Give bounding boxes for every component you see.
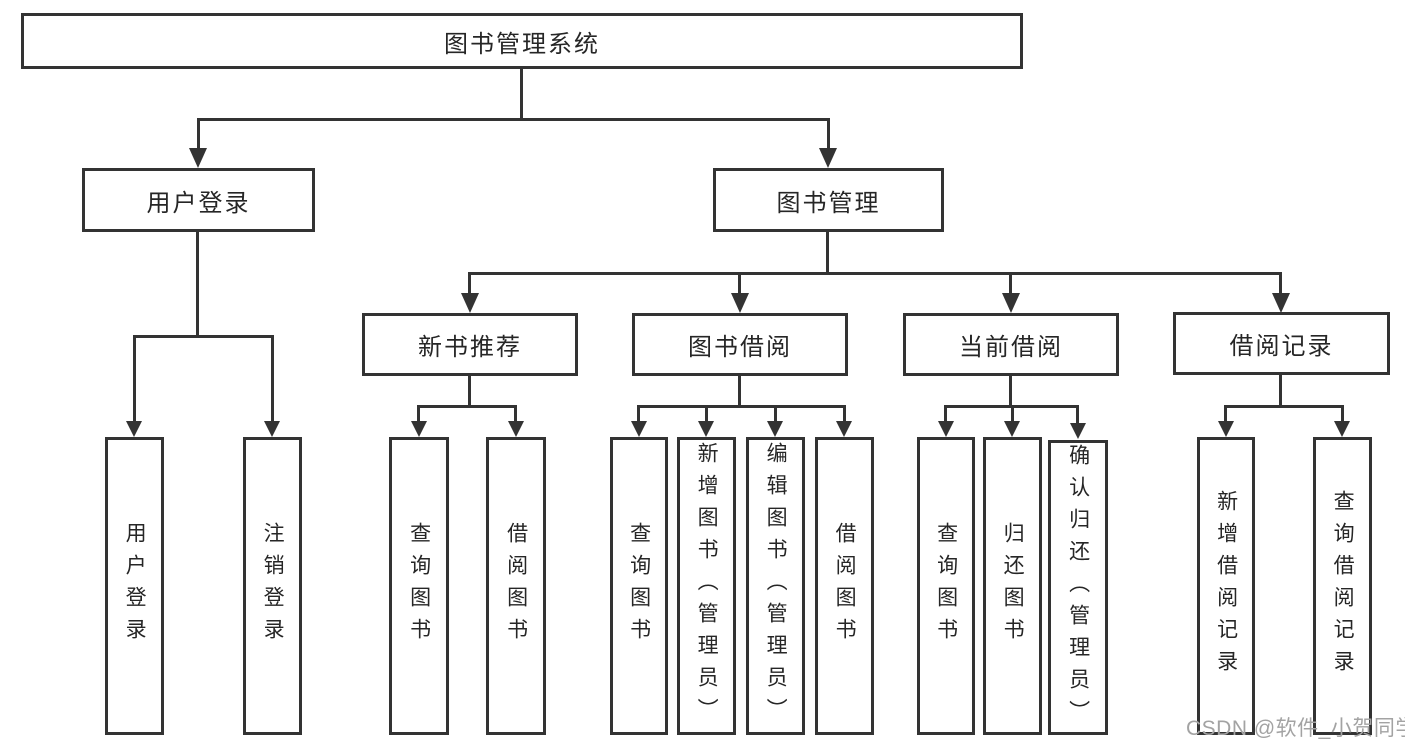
connector-level2-drop: [468, 272, 471, 297]
connector-user-login-drop: [197, 118, 200, 152]
connector-records-bus: [1224, 405, 1344, 408]
arrow-down-icon: [1070, 423, 1086, 439]
node-current-borrow-label: 当前借阅: [959, 334, 1063, 361]
node-root: 图书管理系统: [21, 13, 1023, 69]
arrow-down-icon: [508, 421, 524, 437]
leaf-borrow-books-recommend: 借阅图书: [486, 437, 546, 735]
leaf-borrow-books: 借阅图书: [815, 437, 874, 735]
arrow-down-icon: [938, 421, 954, 437]
leaf-confirm-return-admin: 确认归还（管理员）: [1048, 440, 1108, 735]
leaf-add-book-admin-label: 新增图书（管理员）: [695, 442, 719, 730]
node-current-borrow: 当前借阅: [903, 313, 1119, 376]
arrow-down-icon: [411, 421, 427, 437]
connector-leaf-drop: [843, 405, 846, 425]
arrow-down-icon: [698, 421, 714, 437]
leaf-confirm-return-admin-label: 确认归还（管理员）: [1066, 443, 1090, 732]
node-borrow-records-label: 借阅记录: [1229, 333, 1334, 360]
connector-leaf-drop: [944, 405, 947, 425]
node-user-login: 用户登录: [82, 168, 315, 232]
node-book-management-label: 图书管理: [776, 189, 881, 217]
node-root-label: 图书管理系统: [444, 30, 600, 58]
connector-user-login-bus: [133, 335, 274, 338]
connector-leaf-drop: [271, 335, 274, 425]
arrow-down-icon: [731, 293, 749, 313]
leaf-query-books-borrow: 查询图书: [610, 437, 668, 735]
connector-current-stub: [1009, 376, 1012, 408]
arrow-down-icon: [461, 293, 479, 313]
arrow-down-icon: [1002, 293, 1020, 313]
node-borrow-records: 借阅记录: [1173, 312, 1390, 375]
leaf-borrow-books-recommend-label: 借阅图书: [504, 522, 528, 650]
connector-book-management-stub: [826, 232, 829, 275]
leaf-return-books-label: 归还图书: [1001, 522, 1025, 650]
connector-recommend-stub: [468, 376, 471, 408]
node-new-book-recommend-label: 新书推荐: [418, 334, 522, 361]
leaf-query-books-borrow-label: 查询图书: [627, 522, 651, 650]
node-book-management: 图书管理: [713, 168, 944, 232]
connector-leaf-drop: [705, 405, 708, 425]
connector-borrow-stub: [738, 376, 741, 408]
arrow-down-icon: [631, 421, 647, 437]
connector-leaf-drop: [1341, 405, 1344, 425]
leaf-add-book-admin: 新增图书（管理员）: [677, 437, 736, 735]
leaf-borrow-books-label: 借阅图书: [833, 522, 857, 650]
node-book-borrow-label: 图书借阅: [688, 334, 792, 361]
arrow-down-icon: [1004, 421, 1020, 437]
connector-borrow-bus: [637, 405, 845, 408]
arrow-down-icon: [819, 148, 837, 168]
leaf-add-borrow-record-label: 新增借阅记录: [1214, 490, 1238, 682]
arrow-down-icon: [1334, 421, 1350, 437]
connector-records-stub: [1279, 375, 1282, 408]
connector-root-stub: [520, 69, 523, 121]
connector-leaf-drop: [514, 405, 517, 425]
leaf-logout: 注销登录: [243, 437, 302, 735]
leaf-query-books-recommend: 查询图书: [389, 437, 449, 735]
arrow-down-icon: [767, 421, 783, 437]
connector-leaf-drop: [774, 405, 777, 425]
arrow-down-icon: [126, 421, 142, 437]
leaf-user-login: 用户登录: [105, 437, 164, 735]
connector-level2-bus: [468, 272, 1282, 275]
connector-level2-drop: [1279, 272, 1282, 297]
node-book-borrow: 图书借阅: [632, 313, 848, 376]
connector-leaf-drop: [1224, 405, 1227, 425]
leaf-query-borrow-record-label: 查询借阅记录: [1331, 490, 1355, 682]
node-user-login-label: 用户登录: [146, 189, 251, 217]
leaf-edit-book-admin: 编辑图书（管理员）: [746, 437, 805, 735]
connector-recommend-bus: [417, 405, 517, 408]
arrow-down-icon: [264, 421, 280, 437]
arrow-down-icon: [1218, 421, 1234, 437]
connector-leaf-drop: [417, 405, 420, 425]
leaf-user-login-label: 用户登录: [123, 522, 147, 650]
connector-level2-drop: [1009, 272, 1012, 297]
connector-leaf-drop: [133, 335, 136, 425]
leaf-query-books-current: 查询图书: [917, 437, 975, 735]
leaf-logout-label: 注销登录: [261, 522, 285, 650]
connector-leaf-drop: [1076, 405, 1079, 425]
connector-leaf-drop: [1011, 405, 1014, 425]
connector-leaf-drop: [637, 405, 640, 425]
leaf-query-books-recommend-label: 查询图书: [407, 522, 431, 650]
connector-book-management-drop: [827, 118, 830, 152]
arrow-down-icon: [836, 421, 852, 437]
leaf-query-books-current-label: 查询图书: [934, 522, 958, 650]
connector-level1-bus: [197, 118, 830, 121]
leaf-query-borrow-record: 查询借阅记录: [1313, 437, 1372, 735]
arrow-down-icon: [1272, 293, 1290, 313]
leaf-return-books: 归还图书: [983, 437, 1042, 735]
connector-user-login-stub: [196, 232, 199, 338]
connector-level2-drop: [738, 272, 741, 297]
leaf-add-borrow-record: 新增借阅记录: [1197, 437, 1255, 735]
node-new-book-recommend: 新书推荐: [362, 313, 578, 376]
leaf-edit-book-admin-label: 编辑图书（管理员）: [764, 442, 788, 730]
watermark: CSDN @软件_小贺同学: [1186, 717, 1405, 740]
arrow-down-icon: [189, 148, 207, 168]
